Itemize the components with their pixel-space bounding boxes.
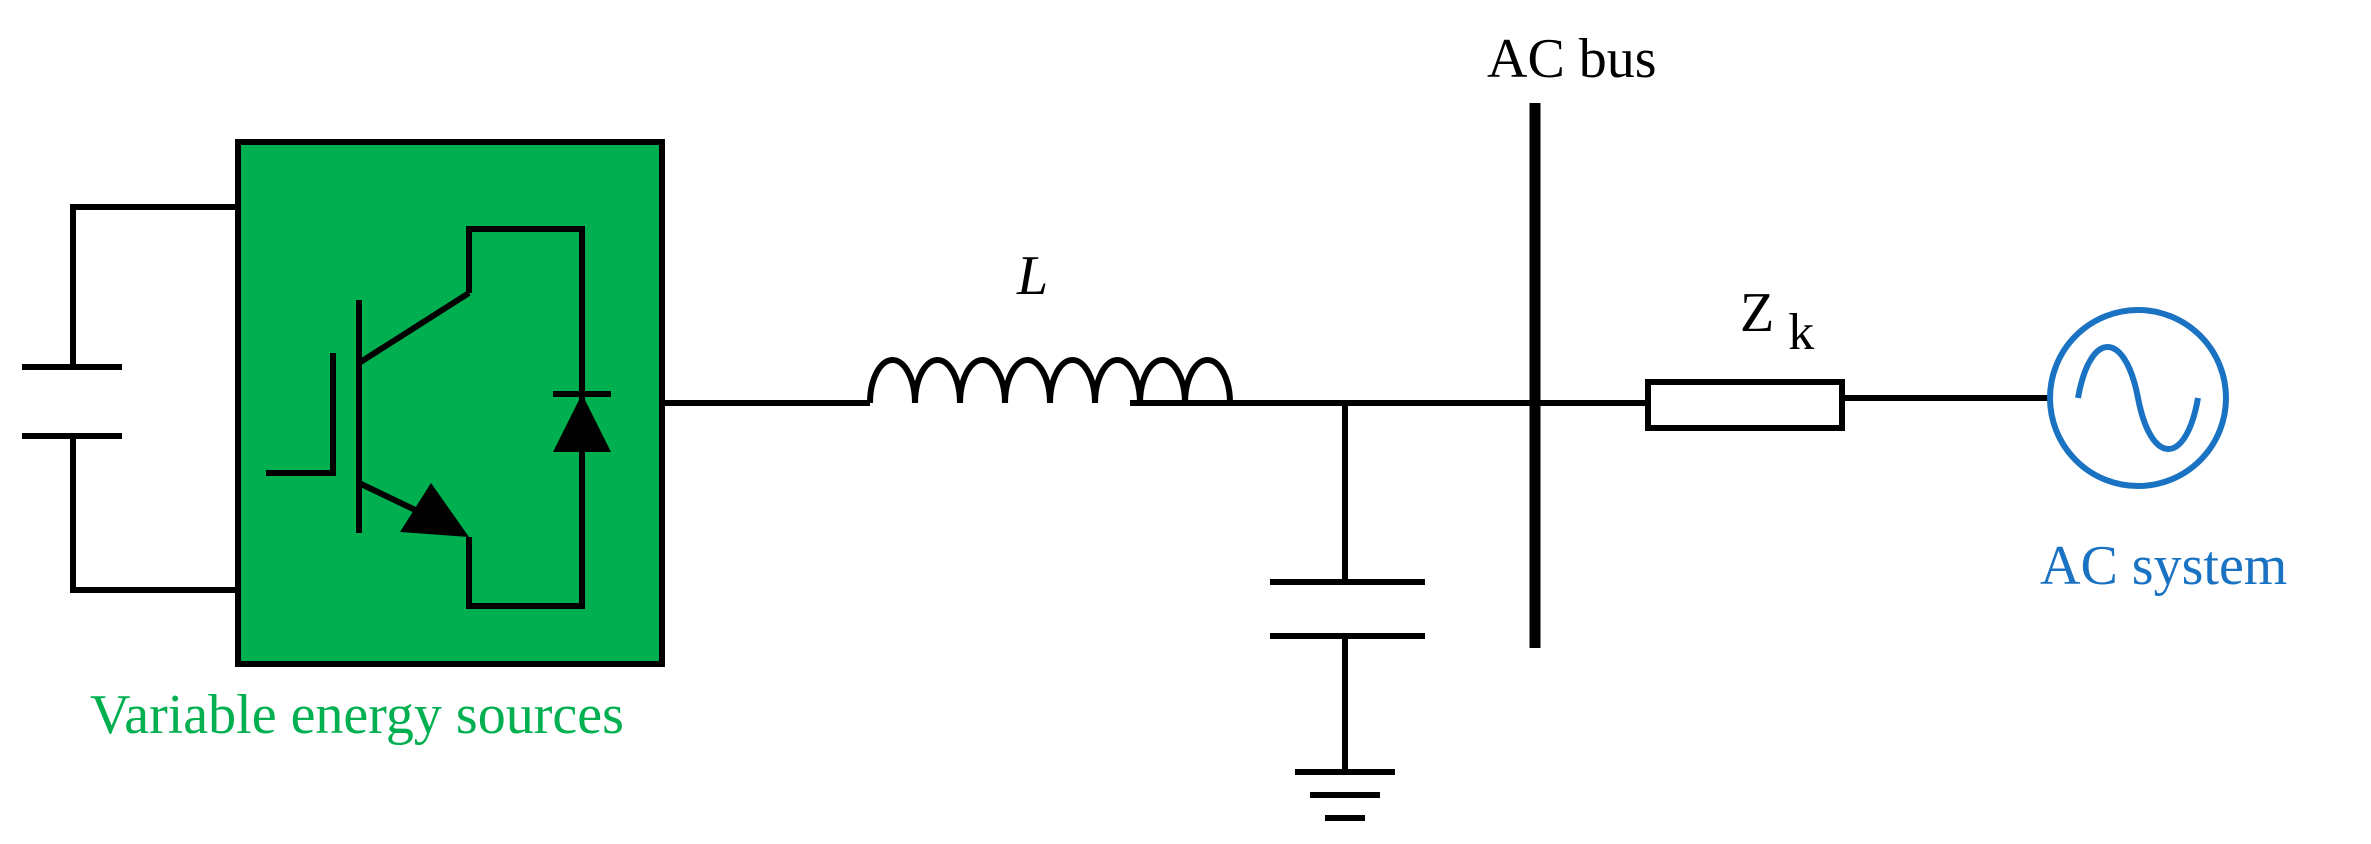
dc-capacitor-bottom-lead bbox=[70, 436, 238, 593]
igbt-emitter-arrow-icon bbox=[400, 483, 469, 537]
diode bbox=[553, 391, 611, 452]
converter-box bbox=[235, 139, 665, 667]
source-label: Variable energy sources bbox=[90, 684, 624, 746]
igbt-gate bbox=[266, 353, 336, 476]
dc-capacitor-top-lead bbox=[70, 204, 238, 367]
filter-capacitor bbox=[1270, 403, 1425, 772]
dc-capacitor bbox=[22, 204, 238, 593]
sine-wave-icon bbox=[2075, 344, 2201, 452]
impedance-zk-label-sub: k bbox=[1788, 304, 1814, 361]
inductor-coil-icon bbox=[867, 357, 1233, 404]
ac-bus-label: AC bus bbox=[1487, 28, 1657, 90]
ground-icon bbox=[1295, 769, 1395, 821]
inductor-label: L bbox=[1016, 245, 1048, 307]
ac-system-label: AC system bbox=[2040, 535, 2287, 597]
impedance-zk-label-main: Z bbox=[1740, 282, 1774, 344]
impedance-zk-label: Z k bbox=[1740, 282, 1814, 361]
diode-triangle-icon bbox=[553, 394, 611, 452]
impedance-zk bbox=[1645, 379, 1845, 431]
igbt-collector-diagonal bbox=[357, 290, 471, 366]
